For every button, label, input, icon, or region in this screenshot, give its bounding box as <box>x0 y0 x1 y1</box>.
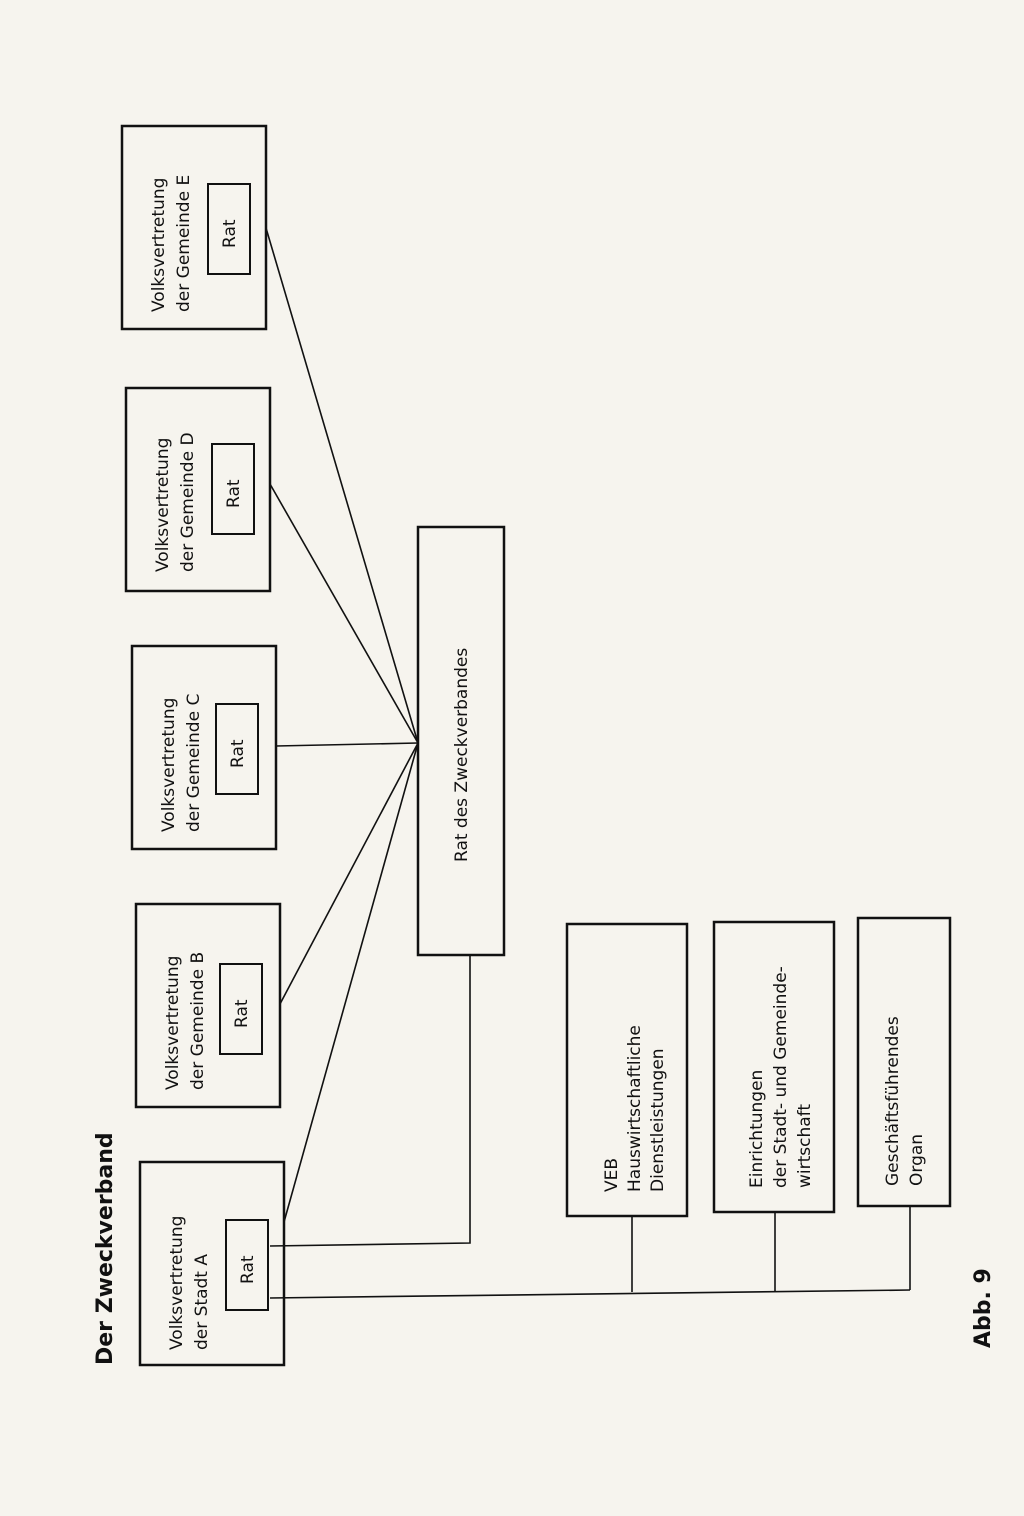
svg-text:Rat: Rat <box>238 1255 258 1284</box>
rat-box-a <box>225 1219 269 1311</box>
connector-e-central <box>265 227 419 744</box>
connector-rat-a-bus <box>269 1289 911 1299</box>
svg-text:Volksvertretung: Volksvertretung <box>153 438 173 572</box>
svg-text:der Gemeinde B: der Gemeinde B <box>188 952 208 1090</box>
central-box: Rat des Zweckverbandes <box>416 525 506 957</box>
svg-text:Volksvertretung: Volksvertretung <box>149 178 169 312</box>
svg-text:Dienstleistungen: Dienstleistungen <box>648 1048 668 1192</box>
central-label: Rat des Zweckverbandes <box>452 648 472 862</box>
svg-text:Volksvertretung: Volksvertretung <box>159 698 179 832</box>
council-box-a: Rat Volksvertretung der Stadt A <box>138 1160 286 1367</box>
council-box-b: Rat Volksvertretung der Gemeinde B <box>134 902 282 1109</box>
svg-text:Rat: Rat <box>224 479 244 508</box>
council-box-c: Rat Volksvertretung der Gemeinde C <box>130 644 278 851</box>
rat-box-e <box>207 183 251 275</box>
rat-box-b <box>219 963 263 1055</box>
svg-text:Rat: Rat <box>228 739 248 768</box>
rat-box-d <box>211 443 255 535</box>
svg-text:der Stadt A: der Stadt A <box>192 1254 212 1350</box>
svg-text:wirtschaft: wirtschaft <box>795 1104 815 1188</box>
connector-central-rat-a <box>269 955 471 1247</box>
svg-text:der Stadt- und Gemeinde-: der Stadt- und Gemeinde- <box>771 966 791 1188</box>
svg-text:Organ: Organ <box>907 1134 927 1186</box>
subordinate-box-einrichtungen: Einrichtungen der Stadt- und Gemeinde- w… <box>712 920 836 1214</box>
svg-text:der Gemeinde D: der Gemeinde D <box>178 432 198 572</box>
subordinate-box-organ: Geschäftsführendes Organ <box>856 916 952 1208</box>
svg-text:Hauswirtschaftliche: Hauswirtschaftliche <box>625 1025 645 1192</box>
subordinate-box-veb: VEB Hauswirtschaftliche Dienstleistungen <box>565 922 689 1218</box>
council-box-e: Rat Volksvertretung der Gemeinde E <box>120 124 268 331</box>
connector-b-central <box>279 742 419 1005</box>
svg-text:Volksvertretung: Volksvertretung <box>167 1216 187 1350</box>
connector-a-central <box>283 742 419 1223</box>
svg-text:VEB: VEB <box>602 1158 622 1192</box>
svg-text:der Gemeinde C: der Gemeinde C <box>184 694 204 832</box>
connector-d-central <box>269 483 419 744</box>
svg-text:der Gemeinde E: der Gemeinde E <box>174 175 194 312</box>
svg-text:Rat: Rat <box>232 999 252 1028</box>
svg-text:Volksvertretung: Volksvertretung <box>163 956 183 1090</box>
svg-text:Einrichtungen: Einrichtungen <box>747 1070 767 1188</box>
connectors <box>265 227 911 1299</box>
connector-c-central <box>275 742 419 747</box>
diagram-title: Der Zweckverband <box>93 1132 118 1365</box>
figure-label: Abb. 9 <box>971 1268 996 1348</box>
svg-text:Rat: Rat <box>220 219 240 248</box>
rat-box-c <box>215 703 259 795</box>
council-box-d: Rat Volksvertretung der Gemeinde D <box>124 386 272 593</box>
svg-text:Geschäftsführendes: Geschäftsführendes <box>883 1016 903 1186</box>
